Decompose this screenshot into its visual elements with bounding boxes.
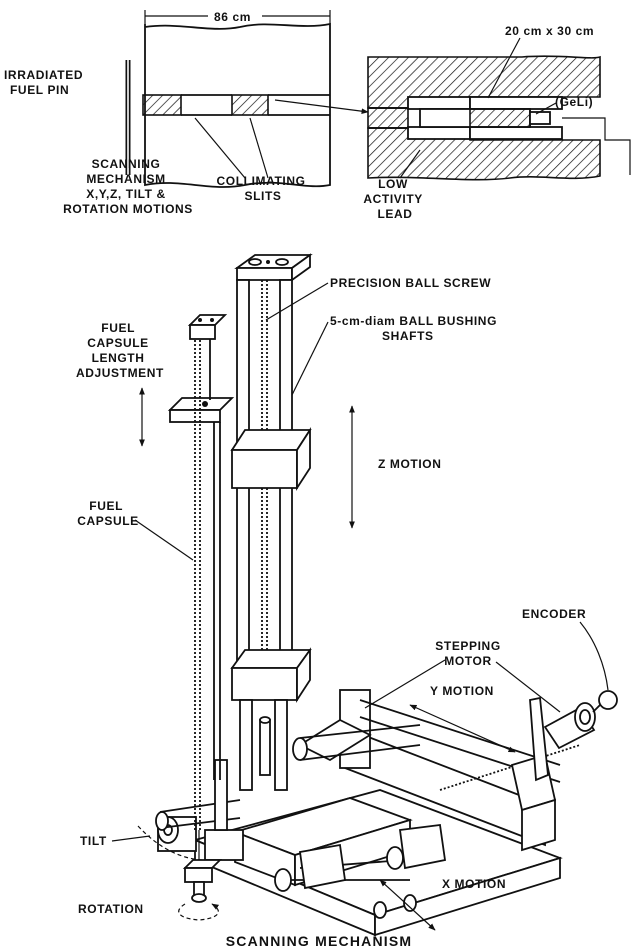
label-encoder: ENCODER xyxy=(522,607,586,621)
detector-shield xyxy=(367,55,631,181)
label-stepping-motor: STEPPING MOTOR xyxy=(435,639,504,668)
x-motion-arrow xyxy=(379,879,436,931)
fuel-capsule-assembly xyxy=(167,314,235,903)
label-irradiated-fuel-pin: IRRADIATED FUEL PIN xyxy=(4,68,87,97)
figure-caption: SCANNING MECHANISM xyxy=(226,933,413,949)
mechanism-base xyxy=(155,689,618,937)
y-motion-arrow xyxy=(409,704,516,753)
label-precision-ball-screw: PRECISION BALL SCREW xyxy=(330,276,491,290)
label-tilt: TILT xyxy=(80,834,107,848)
label-fuel-capsule: FUEL CAPSULE xyxy=(77,499,139,528)
width-dimension-label: 86 cm xyxy=(214,10,251,24)
label-fuel-capsule-length-adjustment: FUEL CAPSULE LENGTH ADJUSTMENT xyxy=(76,321,164,380)
label-collimating-slits: COLLIMATING SLITS xyxy=(217,174,310,203)
slit-block-left xyxy=(142,94,182,116)
label-x-motion: X MOTION xyxy=(442,877,506,891)
tilt-arc xyxy=(137,825,206,861)
label-ball-bushing-shafts: 5-cm-diam BALL BUSHING SHAFTS xyxy=(330,314,501,343)
label-y-motion: Y MOTION xyxy=(430,684,494,698)
z-column xyxy=(214,253,313,831)
label-z-motion: Z MOTION xyxy=(378,457,441,471)
slit-block-right xyxy=(231,94,269,116)
label-detector-geli: (GeLi) xyxy=(555,95,593,109)
label-aperture-size: 20 cm x 30 cm xyxy=(505,24,594,38)
label-low-activity-lead: LOW ACTIVITY LEAD xyxy=(363,177,426,221)
shield-side-view: 86 cm xyxy=(125,8,331,188)
label-rotation: ROTATION xyxy=(78,902,144,916)
rotation-arrow xyxy=(178,903,220,921)
label-scanning-mechanism: SCANNING MECHANISM X,Y,Z, TILT & ROTATIO… xyxy=(63,157,193,216)
